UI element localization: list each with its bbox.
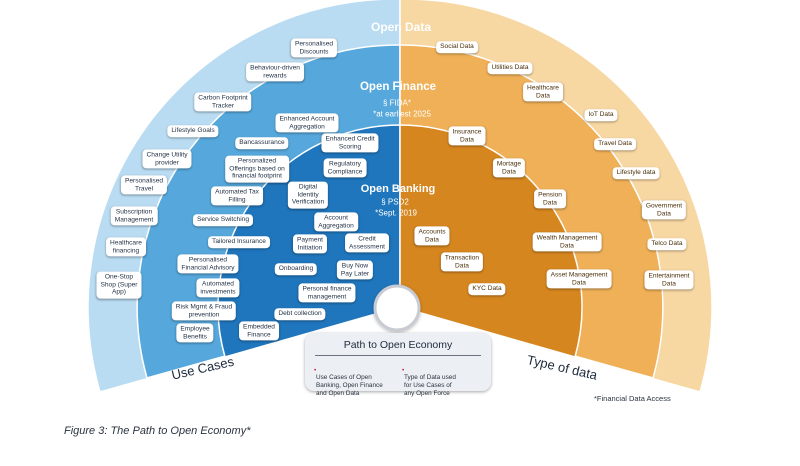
use-case-chip: Change Utility provider: [142, 149, 192, 169]
data-type-chip: Mortage Data: [492, 158, 526, 178]
use-case-chip: Account Aggregation: [314, 212, 358, 232]
data-type-chip: KYC Data: [468, 283, 506, 295]
use-case-chip: Employee Benefits: [176, 323, 214, 343]
data-type-chip: Utilities Data: [487, 62, 533, 74]
use-case-chip: Bancassurance: [235, 137, 289, 149]
legend-use-cases-text: Use Cases of Open Banking, Open Finance …: [316, 374, 383, 397]
use-case-chip: Digital Identity Verification: [287, 181, 329, 209]
use-case-chip: Risk Mgmt & Fraud prevention: [171, 301, 237, 321]
use-case-chip: One-Stop Shop (Super App): [96, 271, 142, 299]
use-case-chip: Buy Now Pay Later: [336, 260, 374, 280]
data-type-chip: Lifestyle data: [612, 167, 660, 179]
legend-use-cases: • Use Cases of Open Banking, Open Financ…: [314, 359, 383, 397]
use-case-chip: Tailored Insurance: [208, 236, 270, 248]
use-case-chip: Payment Initiation: [292, 234, 328, 254]
use-case-chip: Automated investments: [196, 278, 240, 298]
use-case-chip: Personalised Travel: [120, 175, 168, 195]
legend-bullet-icon: •: [314, 366, 317, 374]
use-case-chip: Automated Tax Filling: [211, 186, 263, 206]
footnote: *Financial Data Access: [594, 394, 671, 403]
data-type-chip: Government Data: [641, 200, 687, 220]
legend-title: Path to Open Economy: [343, 339, 453, 351]
data-type-chip: Social Data: [436, 41, 478, 53]
use-case-chip: Regulatory Compliance: [323, 158, 367, 178]
data-type-chip: Telco Data: [647, 238, 687, 250]
legend-data-types-text: Type of Data used for Use Cases of any O…: [404, 374, 456, 397]
use-case-chip: Service Switching: [192, 214, 254, 226]
use-case-chip: Subscription Management: [110, 206, 158, 226]
data-type-chip: Travel Data: [594, 138, 636, 150]
data-type-chip: Asset Management Data: [546, 269, 612, 289]
ring-reg-psd2: § PSD2: [381, 197, 409, 207]
ring-title-open-banking: Open Banking: [360, 183, 436, 195]
ring-reg-fida: § FIDA*: [382, 98, 412, 108]
data-type-chip: Transaction Data: [440, 252, 484, 272]
legend-box: Path to Open Economy • Use Cases of Open…: [305, 333, 491, 397]
use-case-chip: Personalised Discounts: [290, 38, 338, 58]
use-case-chip: Personalized Offerings based on financia…: [225, 155, 289, 183]
data-type-chip: Entertainment Data: [644, 270, 694, 290]
data-type-chip: Pension Data: [534, 189, 566, 209]
use-case-chip: Onboarding: [274, 263, 318, 275]
data-type-chip: IoT Data: [584, 109, 618, 121]
use-case-chip: Healthcare financing: [106, 237, 146, 257]
use-case-chip: Lifestyle Goals: [167, 125, 219, 137]
use-case-chip: Debt collection: [274, 308, 326, 320]
use-case-chip: Credit Assessment: [345, 233, 389, 253]
use-case-chip: Personal finance management: [298, 283, 356, 303]
legend-data-types: • Type of Data used for Use Cases of any…: [402, 359, 456, 397]
use-case-chip: Personalised Financial Advisory: [177, 254, 239, 274]
center-hub: [373, 284, 421, 332]
figure-caption: Figure 3: The Path to Open Economy*: [64, 425, 251, 437]
ring-title-open-data: Open Data: [370, 20, 432, 34]
use-case-chip: Embedded Finance: [239, 321, 279, 341]
data-type-chip: Accounts Data: [414, 226, 450, 246]
use-case-chip: Behaviour-driven rewards: [246, 62, 304, 82]
data-type-chip: Insurance Data: [448, 126, 486, 146]
ring-note-fida: *at earliest 2025: [373, 109, 431, 119]
use-case-chip: Enhanced Credit Scoring: [321, 133, 379, 153]
use-case-chip: Enhanced Account Aggregation: [275, 113, 339, 133]
data-type-chip: Healthcare Data: [523, 82, 563, 102]
ring-note-psd2: *Sept. 2019: [375, 208, 417, 218]
data-type-chip: Wealth Management Data: [532, 232, 602, 252]
use-case-chip: Carbon Footprint Tracker: [194, 92, 252, 112]
legend-bullet-icon: •: [402, 366, 405, 374]
ring-title-open-finance: Open Finance: [359, 81, 437, 93]
legend-divider: [315, 355, 481, 356]
